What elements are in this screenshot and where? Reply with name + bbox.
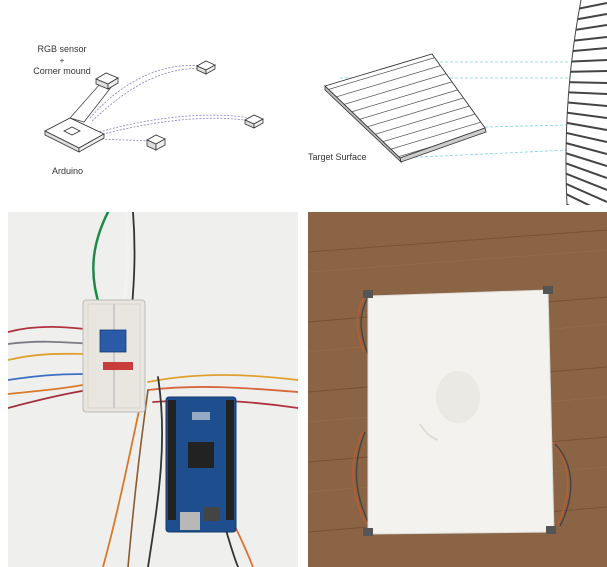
sensor-mound-4: [146, 134, 166, 151]
power-jack: [204, 507, 220, 521]
sensor-wiring-diagram: RGB sensor + Corner mound Arduino: [0, 0, 300, 205]
ribbon-cable: [69, 83, 113, 123]
sensor-mounds: [95, 60, 264, 151]
canvas-photo-svg: [308, 212, 607, 567]
label-target-surface: Target Surface: [308, 152, 367, 162]
label-arduino: Arduino: [52, 166, 83, 176]
breadboard-photo: [8, 212, 298, 567]
sensor-wiring-svg: RGB sensor + Corner mound Arduino: [33, 44, 264, 176]
canvas-corner-sensors: [363, 286, 556, 536]
canvas-bulge: [436, 371, 480, 423]
curved-stripes: [565, 0, 607, 205]
microcontroller-chip: [188, 442, 214, 468]
white-canvas: [367, 289, 555, 535]
curved-striped-element: [565, 0, 607, 205]
sensor-mound-2: [196, 60, 216, 75]
arduino-board: [165, 396, 237, 533]
target-surface-svg: Target Surface: [308, 0, 607, 205]
arduino-board-drawing: [44, 117, 105, 153]
jumper-wires: [8, 212, 298, 567]
corner-sensor-tl: [363, 290, 373, 298]
red-module: [103, 362, 133, 370]
label-rgb-sensor: RGB sensor: [37, 44, 86, 54]
label-corner-mound: Corner mound: [33, 66, 91, 76]
label-plus: +: [60, 56, 65, 65]
sensor-mound-1: [95, 72, 119, 90]
corner-sensor-tr: [543, 286, 553, 294]
target-surface-slab: [324, 53, 487, 164]
sensor-module-blue: [99, 329, 127, 353]
target-surface-diagram: Target Surface: [300, 0, 607, 205]
breadboard: [82, 299, 146, 413]
corner-sensor-br: [546, 526, 556, 534]
usb-port: [180, 512, 200, 530]
canvas-on-floor-photo: [308, 212, 607, 567]
breadboard-photo-svg: [8, 212, 298, 567]
corner-sensor-bl: [363, 528, 373, 536]
sensor-mound-3: [244, 114, 264, 129]
